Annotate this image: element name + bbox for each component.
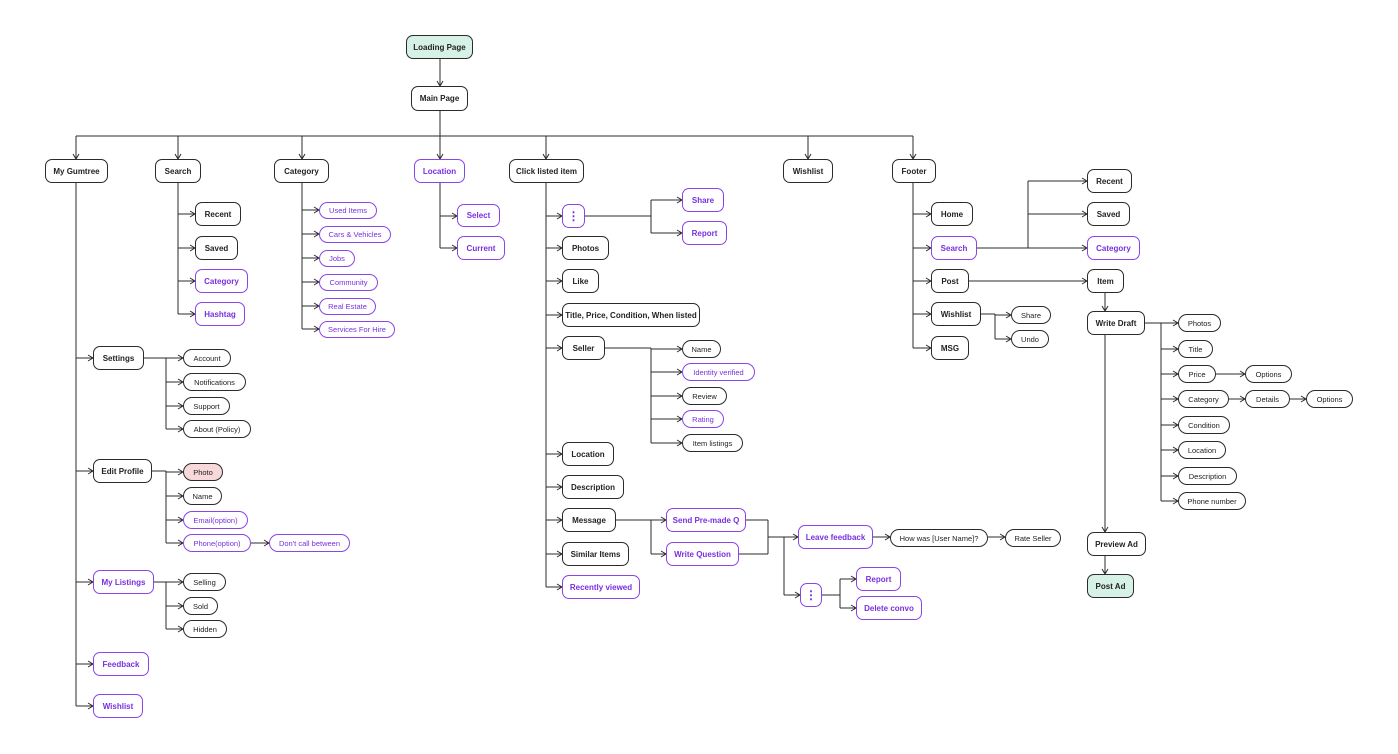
- search-node: Search: [155, 159, 201, 183]
- item-like-node: Like: [562, 269, 599, 293]
- category-used-items-node: Used Items: [319, 202, 377, 219]
- footer-node: Footer: [892, 159, 936, 183]
- footer-search-recent-node: Recent: [1087, 169, 1132, 193]
- footer-search-saved-node: Saved: [1087, 202, 1130, 226]
- draft-condition-node: Condition: [1178, 416, 1230, 434]
- message-report-node: Report: [856, 567, 901, 591]
- draft-title-node: Title: [1178, 340, 1213, 358]
- message-rate-seller-node: Rate Seller: [1005, 529, 1061, 547]
- category-cars-vehicles-node: Cars & Vehicles: [319, 226, 391, 243]
- footer-search-node: Search: [931, 236, 977, 260]
- my-listings-node: My Listings: [93, 570, 154, 594]
- settings-node: Settings: [93, 346, 144, 370]
- my-listings-hidden-node: Hidden: [183, 620, 227, 638]
- category-node: Category: [274, 159, 329, 183]
- write-draft-node: Write Draft: [1087, 311, 1145, 335]
- my-gumtree-node: My Gumtree: [45, 159, 108, 183]
- post-ad-node: Post Ad: [1087, 574, 1134, 598]
- main-page-node: Main Page: [411, 86, 468, 111]
- item-message-node: Message: [562, 508, 616, 532]
- seller-item-listings-node: Item listings: [682, 434, 743, 452]
- edit-profile-node: Edit Profile: [93, 459, 152, 483]
- loading-page-node: Loading Page: [406, 35, 473, 59]
- draft-description-node: Description: [1178, 467, 1237, 485]
- footer-wishlist-share-node: Share: [1011, 306, 1051, 324]
- item-title-price-node: Title, Price, Condition, When listed: [562, 303, 700, 327]
- my-listings-sold-node: Sold: [183, 597, 218, 615]
- item-description-node: Description: [562, 475, 624, 499]
- item-recently-viewed-node: Recently viewed: [562, 575, 640, 599]
- seller-identity-node: Identity verified: [682, 363, 755, 381]
- preview-ad-node: Preview Ad: [1087, 532, 1146, 556]
- draft-price-options-node: Options: [1245, 365, 1292, 383]
- draft-location-node: Location: [1178, 441, 1226, 459]
- item-share-node: Share: [682, 188, 724, 212]
- footer-search-category-node: Category: [1087, 236, 1140, 260]
- search-recent-node: Recent: [195, 202, 241, 226]
- edit-profile-photo-node: Photo: [183, 463, 223, 481]
- settings-support-node: Support: [183, 397, 230, 415]
- edit-profile-name-node: Name: [183, 487, 222, 505]
- footer-post-node: Post: [931, 269, 969, 293]
- draft-phone-node: Phone number: [1178, 492, 1246, 510]
- search-saved-node: Saved: [195, 236, 238, 260]
- item-location-node: Location: [562, 442, 614, 466]
- item-seller-node: Seller: [562, 336, 605, 360]
- message-more-icon: ⋮: [800, 583, 822, 607]
- draft-category-node: Category: [1178, 390, 1229, 408]
- message-delete-convo-node: Delete convo: [856, 596, 922, 620]
- my-gumtree-wishlist-node: Wishlist: [93, 694, 143, 718]
- footer-wishlist-undo-node: Undo: [1011, 330, 1049, 348]
- draft-details-options-node: Options: [1306, 390, 1353, 408]
- click-listed-item-node: Click listed item: [509, 159, 584, 183]
- post-item-node: Item: [1087, 269, 1124, 293]
- settings-account-node: Account: [183, 349, 231, 367]
- draft-price-node: Price: [1178, 365, 1216, 383]
- item-report-node: Report: [682, 221, 727, 245]
- seller-name-node: Name: [682, 340, 721, 358]
- edit-profile-phone-node: Phone(option): [183, 534, 251, 552]
- draft-photos-node: Photos: [1178, 314, 1221, 332]
- my-listings-selling-node: Selling: [183, 573, 226, 591]
- location-select-node: Select: [457, 204, 500, 227]
- location-current-node: Current: [457, 236, 505, 260]
- category-community-node: Community: [319, 274, 378, 291]
- settings-notifications-node: Notifications: [183, 373, 246, 391]
- seller-rating-node: Rating: [682, 410, 724, 428]
- category-services-node: Services For Hire: [319, 321, 395, 338]
- item-photos-node: Photos: [562, 236, 609, 260]
- message-leave-feedback-node: Leave feedback: [798, 525, 873, 549]
- search-category-node: Category: [195, 269, 248, 293]
- search-hashtag-node: Hashtag: [195, 302, 245, 326]
- footer-wishlist-node: Wishlist: [931, 302, 981, 326]
- edit-profile-email-node: Email(option): [183, 511, 248, 529]
- edit-profile-dont-call-node: Don't call between: [269, 534, 350, 552]
- message-how-was-node: How was [User Name]?: [890, 529, 988, 547]
- item-similar-node: Similar Items: [562, 542, 629, 566]
- category-jobs-node: Jobs: [319, 250, 355, 267]
- item-more-icon: ⋮: [562, 204, 585, 228]
- location-node: Location: [414, 159, 465, 183]
- message-send-premade-node: Send Pre-made Q: [666, 508, 746, 532]
- category-real-estate-node: Real Estate: [319, 298, 376, 315]
- footer-home-node: Home: [931, 202, 973, 226]
- message-write-question-node: Write Question: [666, 542, 739, 566]
- wishlist-node: Wishlist: [783, 159, 833, 183]
- seller-review-node: Review: [682, 387, 727, 405]
- settings-about-node: About (Policy): [183, 420, 251, 438]
- footer-msg-node: MSG: [931, 336, 969, 360]
- draft-details-node: Details: [1245, 390, 1290, 408]
- my-gumtree-feedback-node: Feedback: [93, 652, 149, 676]
